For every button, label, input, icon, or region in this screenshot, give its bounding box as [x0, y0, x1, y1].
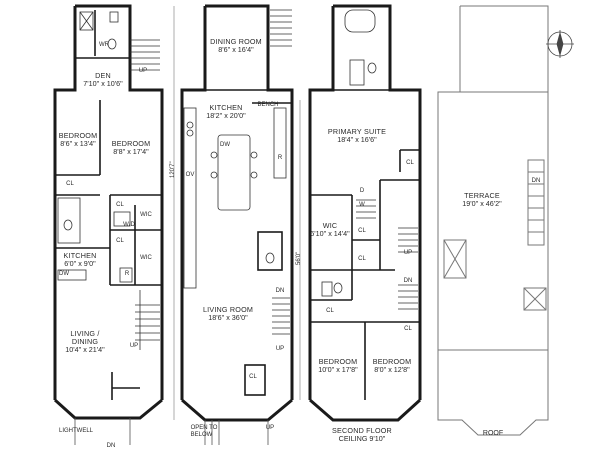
- room-name-2: DINING: [71, 337, 99, 347]
- garden-dn-tag: DN: [106, 443, 116, 449]
- room-dims: 10'4" x 21'4": [65, 345, 105, 355]
- room-name: TERRACE: [464, 191, 500, 200]
- parlor-cl-tag: CL: [249, 374, 257, 380]
- room-dims: 18'6" x 36'0": [208, 313, 248, 323]
- open-line-1: OPEN TO: [190, 425, 218, 431]
- roof-outline: [437, 5, 549, 436]
- parlor-dw-tag: DW: [220, 142, 230, 148]
- room-name: DINING ROOM: [210, 37, 262, 46]
- garden-lightwell-tag: LIGHTWELL: [58, 428, 94, 434]
- room-dims: 8'8" x 17'4": [113, 147, 149, 157]
- room-dims: 18'4" x 16'6": [337, 135, 377, 145]
- room-name: BEDROOM: [111, 139, 151, 148]
- parlor-dimension: 120'7": [170, 161, 176, 178]
- garden-cl3-tag: CL: [116, 238, 124, 244]
- garden-den-label: DEN 7'10" x 10'6": [83, 71, 123, 89]
- room-name: DEN: [95, 71, 111, 80]
- room-name: LIVING ROOM: [202, 305, 254, 314]
- room-name: BEDROOM: [58, 131, 98, 140]
- room-dims: 10'0" x 17'8": [318, 365, 358, 375]
- garden-cl1-tag: CL: [66, 181, 74, 187]
- parlor-up-tag: UP: [275, 346, 285, 352]
- caption-line-1: SECOND FLOOR: [332, 426, 392, 435]
- roof-terrace-label: TERRACE 19'0" x 46'2": [462, 191, 502, 209]
- garden-wd-tag: W/D: [123, 222, 135, 228]
- room-name: BEDROOM: [318, 357, 358, 366]
- room-dims: 19'0" x 46'2": [462, 199, 502, 209]
- second-floor-caption: SECOND FLOOR CEILING 9'10": [332, 426, 392, 444]
- parlor-dining-label: DINING ROOM 8'6" x 16'4": [210, 37, 262, 55]
- room-dims: 8'6" x 13'4": [60, 139, 96, 149]
- room-dims: 8'6" x 16'4": [218, 45, 254, 55]
- room-dims: 6'10" x 14'4": [310, 229, 350, 239]
- caption-line-2: CEILING 9'10": [338, 434, 386, 444]
- garden-dw-tag: DW: [59, 271, 69, 277]
- room-name: KITCHEN: [209, 103, 243, 112]
- second-up-tag: UP: [403, 250, 413, 256]
- second-cl5-tag: CL: [404, 326, 412, 332]
- parlor-kitchen-label: KITCHEN 18'2" x 20'0": [206, 103, 246, 121]
- garden-living-label: LIVING / DINING 10'4" x 21'4": [65, 329, 105, 355]
- garden-cl2-tag: CL: [116, 202, 124, 208]
- garden-floor-outline: [53, 4, 164, 420]
- garden-up2-tag: UP: [129, 343, 139, 349]
- second-dimension: 56'0": [296, 251, 302, 265]
- parlor-bench-tag: BENCH: [257, 102, 279, 108]
- room-name: WIC: [322, 221, 338, 230]
- garden-r-tag: R: [124, 271, 130, 277]
- room-dims: 18'2" x 20'0": [206, 111, 246, 121]
- parlor-living-label: LIVING ROOM 18'6" x 36'0": [202, 305, 254, 323]
- parlor-up2-tag: UP: [265, 425, 275, 431]
- garden-bedroom-right-label: BEDROOM 8'8" x 17'4": [111, 139, 151, 157]
- second-cl3-tag: CL: [358, 256, 366, 262]
- second-cl1-tag: CL: [406, 160, 414, 166]
- compass-icon: [546, 30, 574, 58]
- garden-up-tag: UP: [138, 68, 148, 74]
- second-cl2-tag: CL: [358, 228, 366, 234]
- second-w-tag: W: [359, 202, 365, 208]
- garden-wic2-tag: WIC: [140, 255, 152, 261]
- room-name: LIVING /: [70, 329, 100, 338]
- second-wic-label: WIC 6'10" x 14'4": [310, 221, 350, 239]
- roof-caption: ROOF: [482, 430, 504, 437]
- parlor-floor-outline: [180, 4, 294, 422]
- second-cl4-tag: CL: [326, 308, 334, 314]
- garden-kitchen-label: KITCHEN 6'0" x 9'0": [63, 251, 97, 269]
- second-primary-label: PRIMARY SUITE 18'4" x 16'6": [327, 127, 387, 145]
- parlor-r-tag: R: [277, 155, 283, 161]
- parlor-open-tag: OPEN TO BELOW: [191, 425, 218, 439]
- second-dn-tag: DN: [403, 278, 413, 284]
- second-bedroom-right-label: BEDROOM 8'0" x 12'8": [372, 357, 412, 375]
- garden-wr-tag: WR: [99, 42, 109, 48]
- room-name: KITCHEN: [63, 251, 97, 260]
- second-bedroom-left-label: BEDROOM 10'0" x 17'8": [318, 357, 358, 375]
- room-dims: 6'0" x 9'0": [64, 259, 96, 269]
- open-line-2: BELOW: [190, 432, 213, 438]
- garden-bedroom-left-label: BEDROOM 8'6" x 13'4": [58, 131, 98, 149]
- room-dims: 7'10" x 10'6": [83, 79, 123, 89]
- room-dims: 8'0" x 12'8": [374, 365, 410, 375]
- parlor-dn-tag: DN: [275, 288, 285, 294]
- room-name: PRIMARY SUITE: [327, 127, 387, 136]
- room-name: BEDROOM: [372, 357, 412, 366]
- garden-wic1-tag: WIC: [140, 212, 152, 218]
- roof-dn-tag: DN: [531, 178, 541, 184]
- second-d-tag: D: [359, 188, 365, 194]
- parlor-ov-tag: OV: [185, 172, 195, 178]
